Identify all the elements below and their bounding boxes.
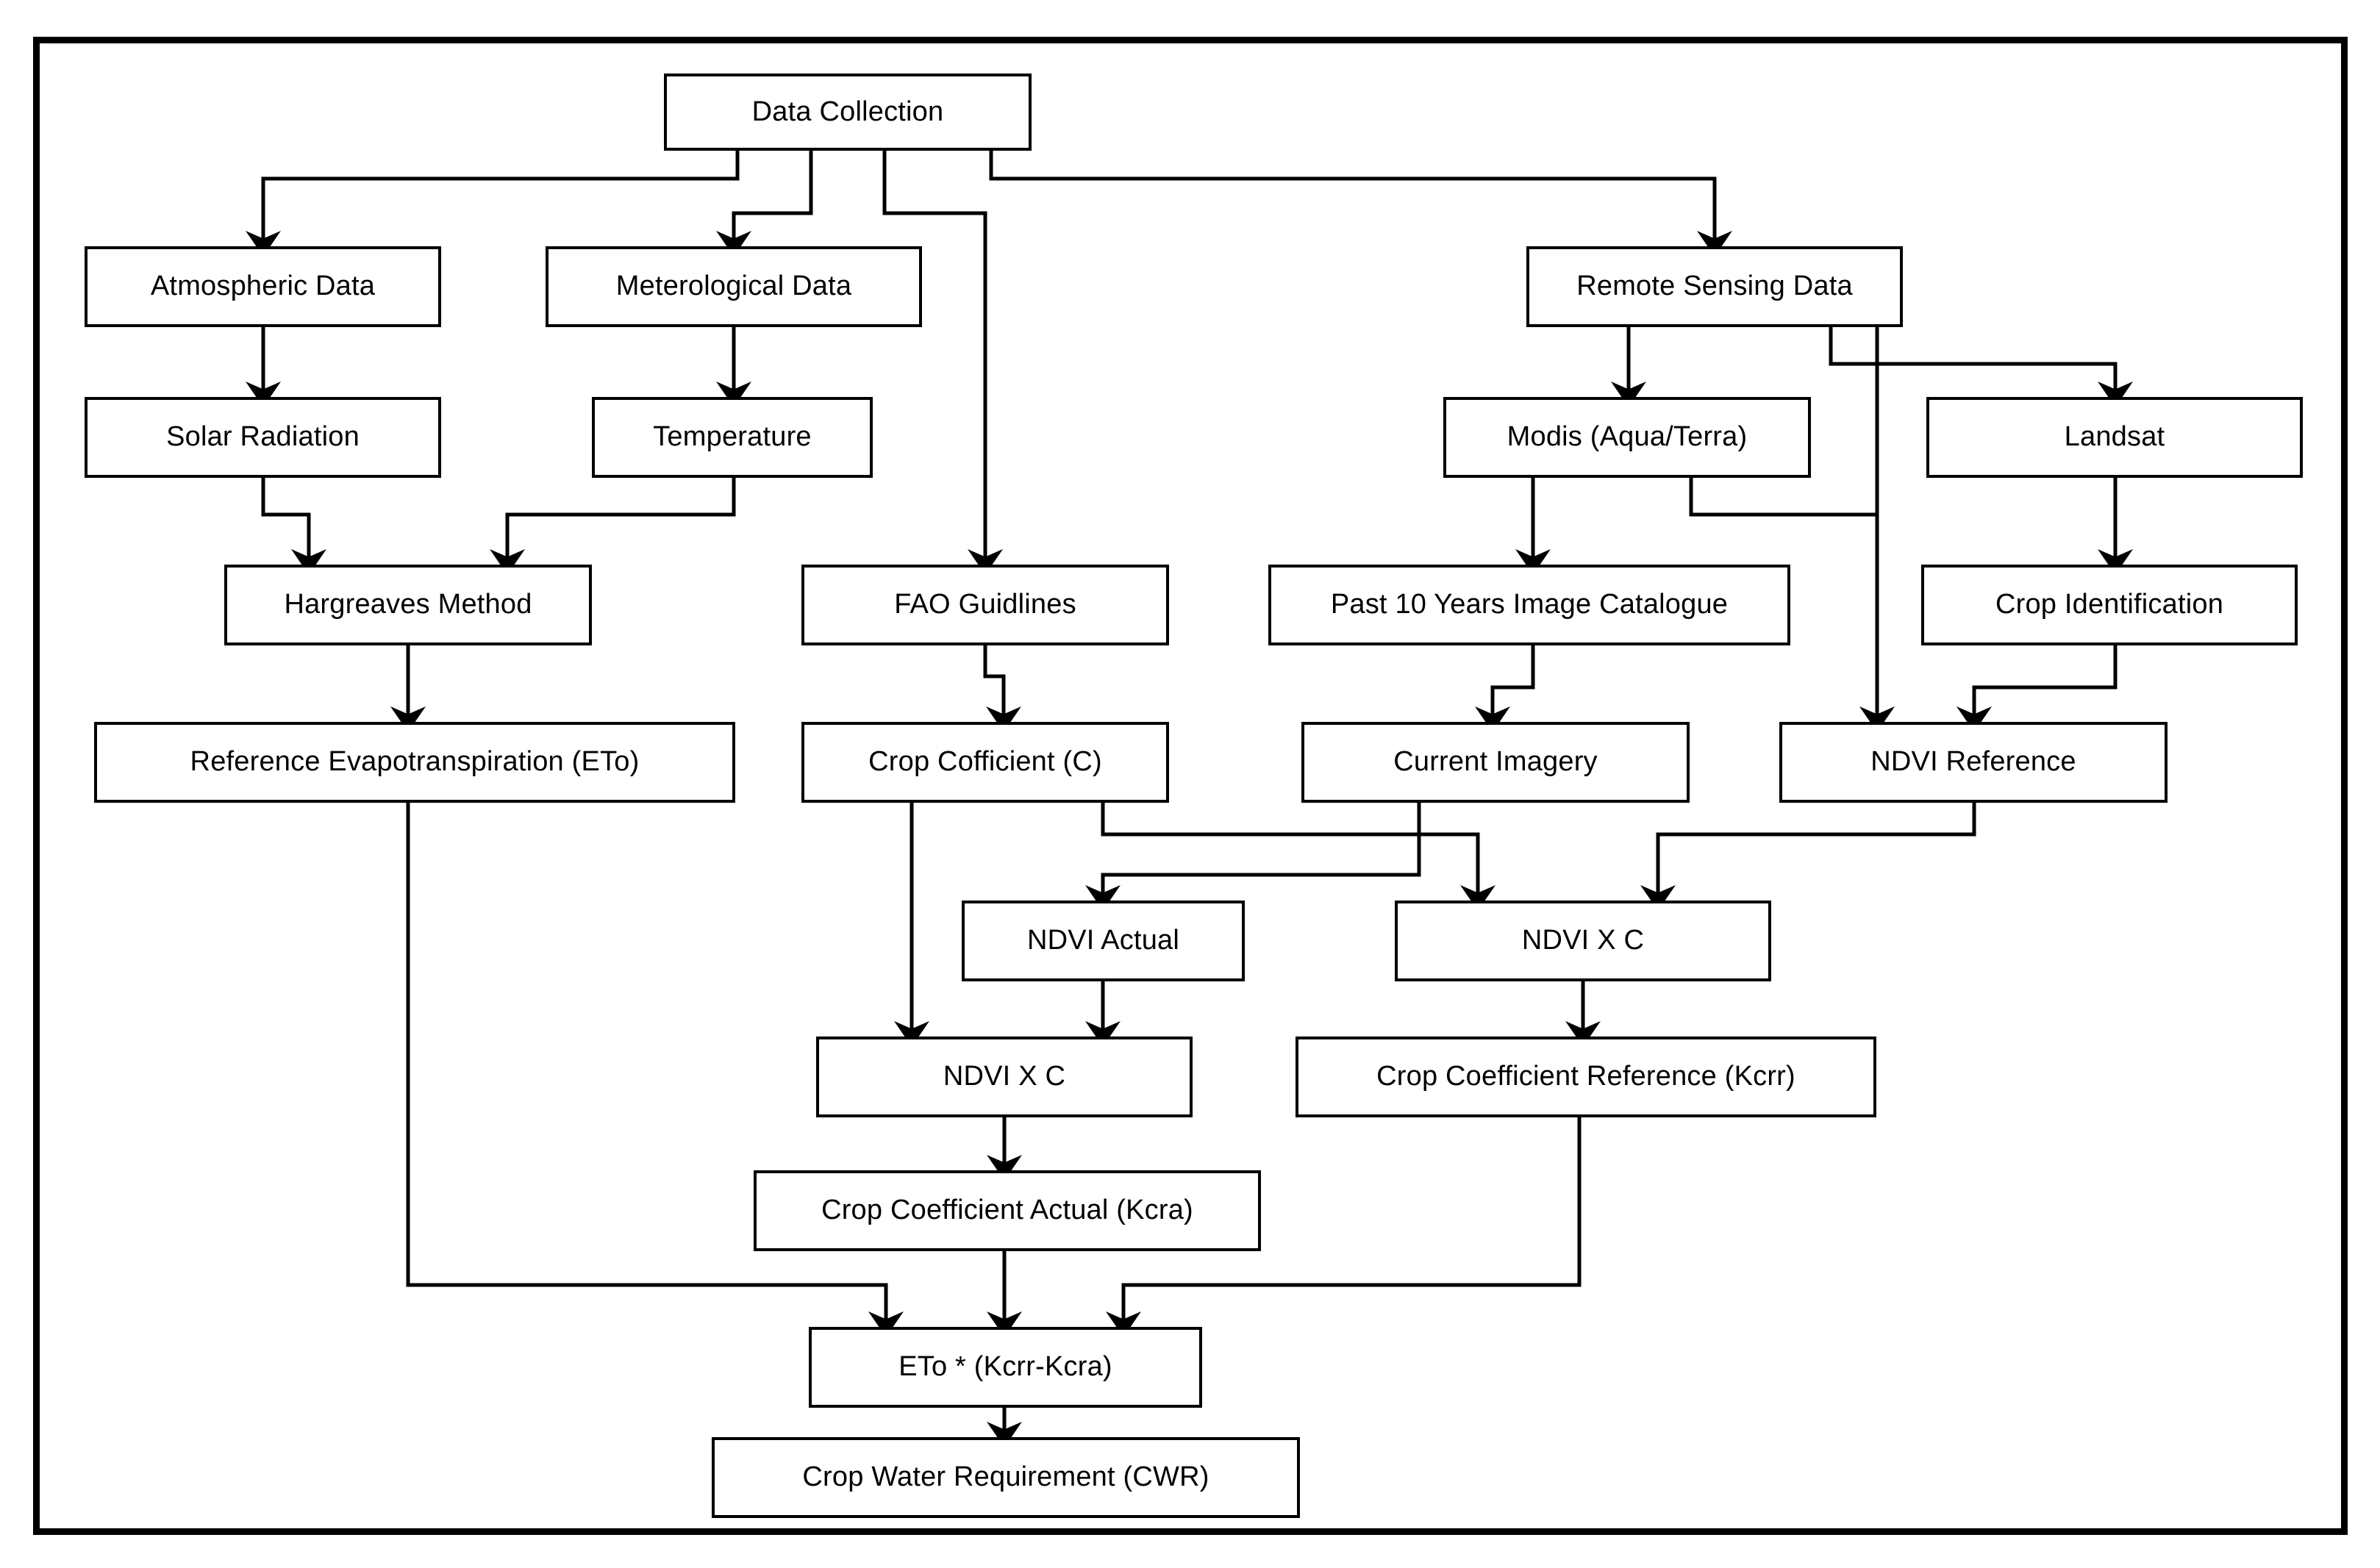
node-reference-evapotranspiration[interactable]: Reference Evapotranspiration (ETo) bbox=[94, 722, 735, 803]
node-crop-cofficient[interactable]: Crop Cofficient (C) bbox=[801, 722, 1169, 803]
node-ndvi-reference[interactable]: NDVI Reference bbox=[1779, 722, 2168, 803]
node-ndvi-x-c-right[interactable]: NDVI X C bbox=[1395, 901, 1771, 981]
node-crop-identification[interactable]: Crop Identification bbox=[1921, 565, 2298, 645]
node-ndvi-x-c-left[interactable]: NDVI X C bbox=[816, 1037, 1193, 1117]
node-current-imagery[interactable]: Current Imagery bbox=[1301, 722, 1690, 803]
node-crop-coefficient-reference[interactable]: Crop Coefficient Reference (Kcrr) bbox=[1296, 1037, 1876, 1117]
node-atmospheric-data[interactable]: Atmospheric Data bbox=[85, 246, 441, 327]
node-image-catalogue[interactable]: Past 10 Years Image Catalogue bbox=[1268, 565, 1790, 645]
node-crop-water-requirement[interactable]: Crop Water Requirement (CWR) bbox=[712, 1437, 1300, 1518]
node-remote-sensing-data[interactable]: Remote Sensing Data bbox=[1526, 246, 1903, 327]
node-solar-radiation[interactable]: Solar Radiation bbox=[85, 397, 441, 478]
node-modis[interactable]: Modis (Aqua/Terra) bbox=[1443, 397, 1811, 478]
diagram-outer-border bbox=[33, 37, 2348, 1535]
node-temperature[interactable]: Temperature bbox=[592, 397, 873, 478]
node-data-collection[interactable]: Data Collection bbox=[664, 74, 1032, 151]
node-landsat[interactable]: Landsat bbox=[1926, 397, 2303, 478]
node-meterological-data[interactable]: Meterological Data bbox=[546, 246, 922, 327]
node-ndvi-actual[interactable]: NDVI Actual bbox=[962, 901, 1245, 981]
node-crop-coefficient-actual[interactable]: Crop Coefficient Actual (Kcra) bbox=[754, 1170, 1261, 1251]
node-hargreaves-method[interactable]: Hargreaves Method bbox=[224, 565, 592, 645]
node-eto-formula[interactable]: ETo * (Kcrr-Kcra) bbox=[809, 1327, 1202, 1408]
node-fao-guidlines[interactable]: FAO Guidlines bbox=[801, 565, 1169, 645]
